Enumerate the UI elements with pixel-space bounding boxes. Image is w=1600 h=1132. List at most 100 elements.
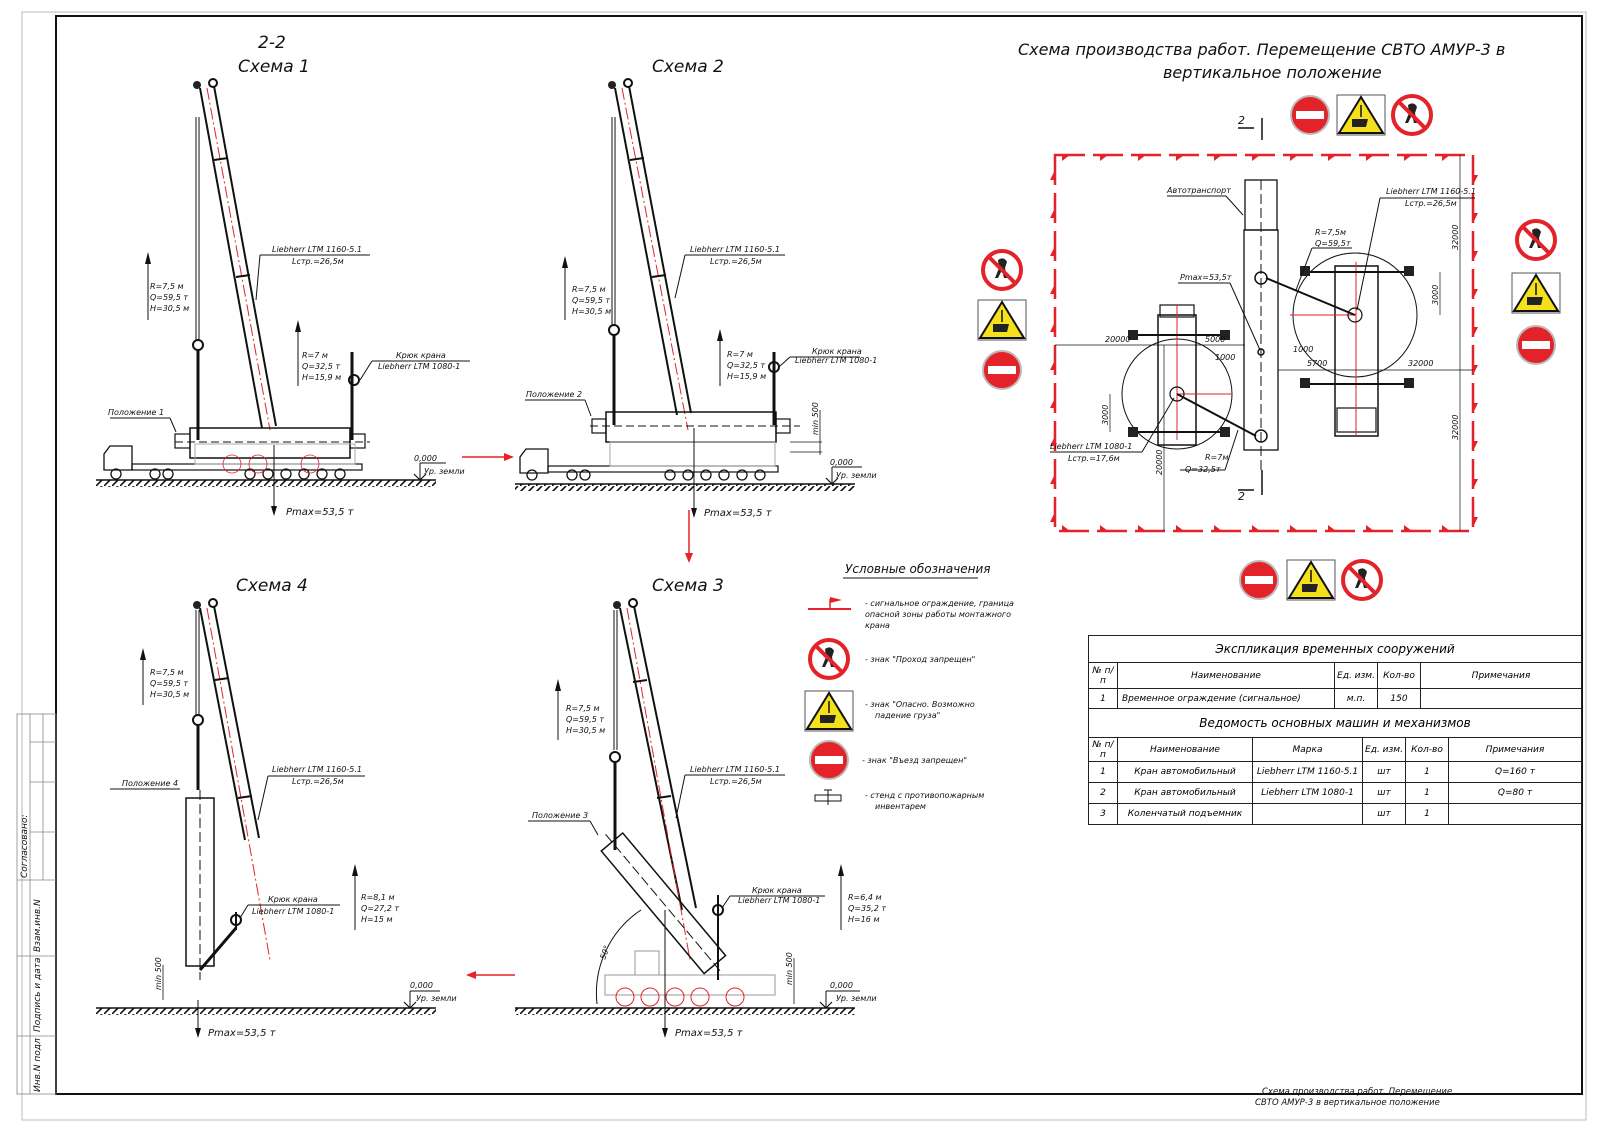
hook-icon (192, 339, 204, 351)
fence-flag-icon (1214, 525, 1222, 531)
fence-flag-icon (1138, 525, 1146, 531)
fence-flag-icon (1100, 525, 1108, 531)
fence-flag-icon (1328, 525, 1336, 531)
svg-text:R=6,4 м: R=6,4 м (848, 893, 882, 902)
scheme-2-title: Схема 2 (652, 57, 724, 77)
stamp-inv-orig: Инв.N подл (33, 1038, 43, 1092)
fence-flag-icon (1404, 155, 1412, 161)
svg-text:Ур. земли: Ур. земли (836, 471, 877, 480)
fence-flag-icon (1050, 284, 1055, 294)
main-title-line1: Схема производства работ. Перемещение СВ… (1018, 40, 1505, 59)
svg-text:- знак "Проход запрещен": - знак "Проход запрещен" (865, 655, 975, 664)
svg-text:Pmax=53,5 т: Pmax=53,5 т (208, 1028, 277, 1039)
machines-title: Ведомость основных машин и механизмов (1088, 708, 1582, 738)
svg-text:R=7,5 м: R=7,5 м (572, 285, 606, 294)
svg-text:Liebherr LTM 1160-5.1: Liebherr LTM 1160-5.1 (690, 245, 780, 254)
svg-text:H=15,9 м: H=15,9 м (727, 372, 766, 381)
svg-text:0,000: 0,000 (414, 454, 437, 463)
stamp-sign-date: Подпись и дата (33, 957, 43, 1032)
table-row: 1 Временное ограждение (сигнальное) м.п.… (1088, 688, 1582, 709)
scheme-3: Схема 3 R=7,5 м Q=59,5 т H=30,5 м Liebhe… (515, 576, 886, 1039)
fence-flag-icon (1442, 525, 1450, 531)
fence-flag-icon (1473, 213, 1478, 223)
fence-flag-icon (1252, 155, 1260, 161)
crane-1-plan (1265, 252, 1418, 437)
table-row: 3 Коленчатый подъемник шт 1 (1088, 803, 1582, 825)
stamp-inv-replace: Взам.инв.N (33, 899, 43, 952)
scheme-2: Схема 2 R=7,5 м Q=59,5 т H=30,5 м Liebhe… (515, 57, 877, 519)
stamp-title-line2: СВТО АМУР-3 в вертикальное положение (1255, 1098, 1440, 1108)
svg-text:3000: 3000 (1101, 405, 1110, 425)
svg-text:R=7,5м: R=7,5м (1315, 228, 1346, 237)
svg-text:R=7,5 м: R=7,5 м (566, 704, 600, 713)
fence-flag-icon (1473, 251, 1478, 261)
aux-crane-truck (604, 950, 776, 1007)
svg-text:Крюк крана: Крюк крана (812, 347, 862, 356)
svg-text:Q=32,5 т: Q=32,5 т (302, 362, 340, 371)
svg-text:Положение 1: Положение 1 (108, 408, 164, 417)
svg-text:Pmax=53,5т: Pmax=53,5т (1180, 273, 1232, 282)
fence-flag-icon (1366, 525, 1374, 531)
svg-text:Ур. земли: Ур. земли (836, 994, 877, 1003)
fence-flag-icon (1176, 155, 1184, 161)
svg-text:3000: 3000 (1431, 285, 1440, 305)
svg-text:min 500: min 500 (811, 402, 820, 435)
svg-text:опасной зоны работы монтажного: опасной зоны работы монтажного (865, 610, 1011, 619)
svg-text:Pmax=53,5 т: Pmax=53,5 т (286, 507, 355, 518)
stamp-title-line1: Схема производства работ. Перемещение (1262, 1087, 1452, 1097)
svg-text:Liebherr LTM 1080-1: Liebherr LTM 1080-1 (1050, 442, 1132, 451)
no-pedestrian-sign-icon (808, 638, 850, 680)
fence-flag-icon (1050, 322, 1055, 332)
svg-text:Положение 4: Положение 4 (122, 779, 178, 788)
svg-text:32000: 32000 (1451, 225, 1460, 250)
signal-fence-icon (808, 597, 851, 610)
svg-text:Положение 2: Положение 2 (526, 390, 582, 399)
fence-flag-icon (1442, 155, 1450, 161)
fence-flag-icon (1252, 525, 1260, 531)
svg-text:Крюк крана: Крюк крана (396, 351, 446, 360)
legend: Условные обозначения - сигнальное огражд… (804, 562, 1014, 811)
fence-flag-icon (1473, 289, 1478, 299)
svg-text:H=30,5 м: H=30,5 м (566, 726, 605, 735)
no-entry-sign-icon (809, 740, 849, 780)
fence-flag-icon (1050, 360, 1055, 370)
main-title-line2: вертикальное положение (1163, 63, 1382, 82)
fence-flag-icon (1062, 155, 1070, 161)
svg-text:Liebherr LTM 1080-1: Liebherr LTM 1080-1 (738, 896, 820, 905)
side-stamp: Согласовано: Взам.инв.N Подпись и дата И… (16, 713, 57, 1095)
svg-text:R=7 м: R=7 м (302, 351, 328, 360)
outer-frame (21, 11, 1587, 1121)
svg-text:min 500: min 500 (785, 952, 794, 985)
fence-flag-icon (1062, 525, 1070, 531)
svg-text:5700: 5700 (1307, 359, 1327, 368)
svg-text:R=7,5 м: R=7,5 м (150, 668, 184, 677)
explication-table: Экспликация временных сооружений № п/п Н… (1088, 635, 1582, 825)
svg-text:R=7м: R=7м (1205, 453, 1228, 462)
flow-arrows (462, 453, 693, 979)
svg-text:0,000: 0,000 (410, 981, 433, 990)
svg-text:Liebherr LTM 1160-5.1: Liebherr LTM 1160-5.1 (1386, 187, 1476, 196)
falling-load-warning-icon (977, 299, 1027, 341)
svg-text:1000: 1000 (1215, 353, 1235, 362)
svg-text:R=7 м: R=7 м (727, 350, 753, 359)
svg-text:20000: 20000 (1105, 335, 1130, 344)
svg-text:1000: 1000 (1293, 345, 1313, 354)
svg-text:Liebherr LTM 1080-1: Liebherr LTM 1080-1 (795, 356, 877, 365)
fence-flag-icon (1138, 155, 1146, 161)
fence-flag-icon (1404, 525, 1412, 531)
svg-text:32000: 32000 (1408, 359, 1433, 368)
svg-text:Q=32,5т: Q=32,5т (1185, 465, 1221, 474)
svg-text:- стенд с противопожарным: - стенд с противопожарным (865, 791, 984, 800)
svg-text:H=16 м: H=16 м (848, 915, 879, 924)
table-row: 1 Кран автомобильный Liebherr LTM 1160-5… (1088, 761, 1582, 783)
svg-text:Lстр.=26,5м: Lстр.=26,5м (292, 777, 344, 786)
stamp-agreed: Согласовано: (20, 815, 30, 878)
svg-text:R=8,1 м: R=8,1 м (361, 893, 395, 902)
svg-text:Lстр.=26,5м: Lстр.=26,5м (292, 257, 344, 266)
dimensions (1055, 155, 1473, 531)
scheme-4-title: Схема 4 (236, 576, 308, 596)
scheme-1-title: Схема 1 (238, 57, 310, 77)
machines-table: Ведомость основных машин и механизмов № … (1088, 708, 1582, 825)
inner-frame (55, 15, 1583, 1095)
